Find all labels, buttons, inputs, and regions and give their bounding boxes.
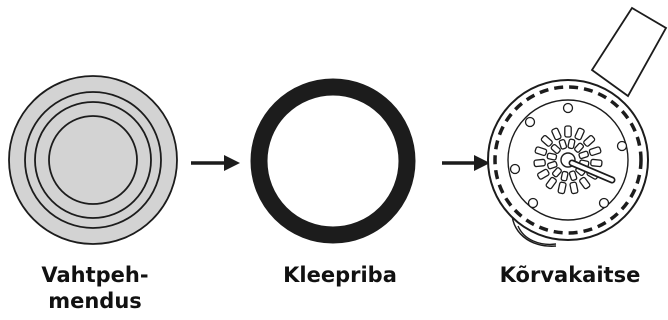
headband-arm-icon — [590, 6, 668, 98]
adhesive-strip-ring-icon — [250, 78, 416, 244]
foam-cushion-label: Vahtpeh- mendus — [10, 262, 180, 314]
mount-holes-icon — [509, 102, 628, 209]
earcup-label: Kõrvakaitse — [499, 263, 641, 287]
earcup-icon — [487, 6, 668, 247]
adhesive-strip-label: Kleepriba — [283, 263, 397, 287]
arrow-right-icon — [442, 155, 490, 171]
foam-cushion-icon — [8, 75, 178, 245]
arrow-right-icon — [191, 155, 240, 171]
foam-cushion-label-line2: mendus — [48, 289, 142, 313]
foam-cushion-label-line1: Vahtpeh- — [41, 263, 149, 287]
